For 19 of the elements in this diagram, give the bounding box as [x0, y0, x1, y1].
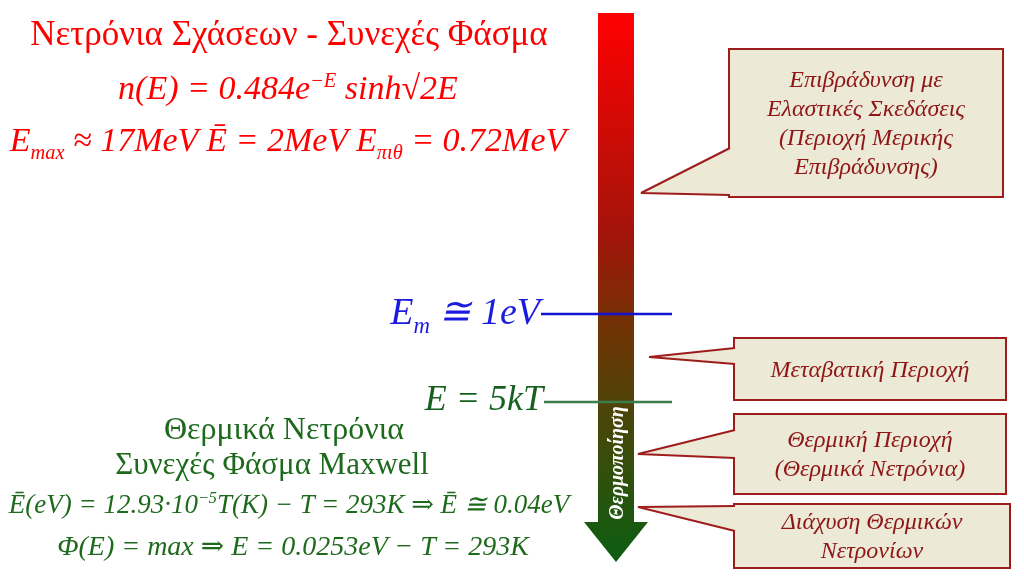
callout-box — [733, 413, 1007, 495]
callout-text: Επιβράδυνση με Ελαστικές Σκεδάσεις (Περιοχή Μερικής Επιβράδυνσης) — [765, 65, 967, 181]
heading-text: Συνεχές Φάσμα Maxwell — [115, 446, 429, 482]
energy-level-line — [544, 400, 672, 404]
gradient-arrow — [582, 13, 650, 563]
energy-level-line — [541, 312, 672, 316]
callout-box — [733, 503, 1011, 569]
arrow-label: Θερμοποίηση — [605, 406, 627, 520]
callout-box — [728, 48, 1004, 198]
formula-text: n(E) = 0.484e$^{−E}$ sinh√2E — [118, 68, 458, 108]
formula-text: Φ(E) = max ⇒ E = 0.0253eV − T = 293K — [57, 530, 529, 563]
callout-text: Θερμική Περιοχή (Θερμικά Νετρόνια) — [773, 425, 967, 483]
callout-tail — [637, 505, 736, 533]
heading-text: Θερμικά Νετρόνια — [163, 410, 405, 447]
energy-level-label: E = 5kT — [424, 378, 543, 420]
callout-text: Μεταβατική Περιοχή — [769, 354, 971, 384]
heading-text: Νετρόνια Σχάσεων - Συνεχές Φάσμα — [30, 14, 548, 55]
callout-text: Διάχυση Θερμικών Νετρονίων — [780, 507, 964, 565]
callout-box — [733, 337, 1007, 401]
